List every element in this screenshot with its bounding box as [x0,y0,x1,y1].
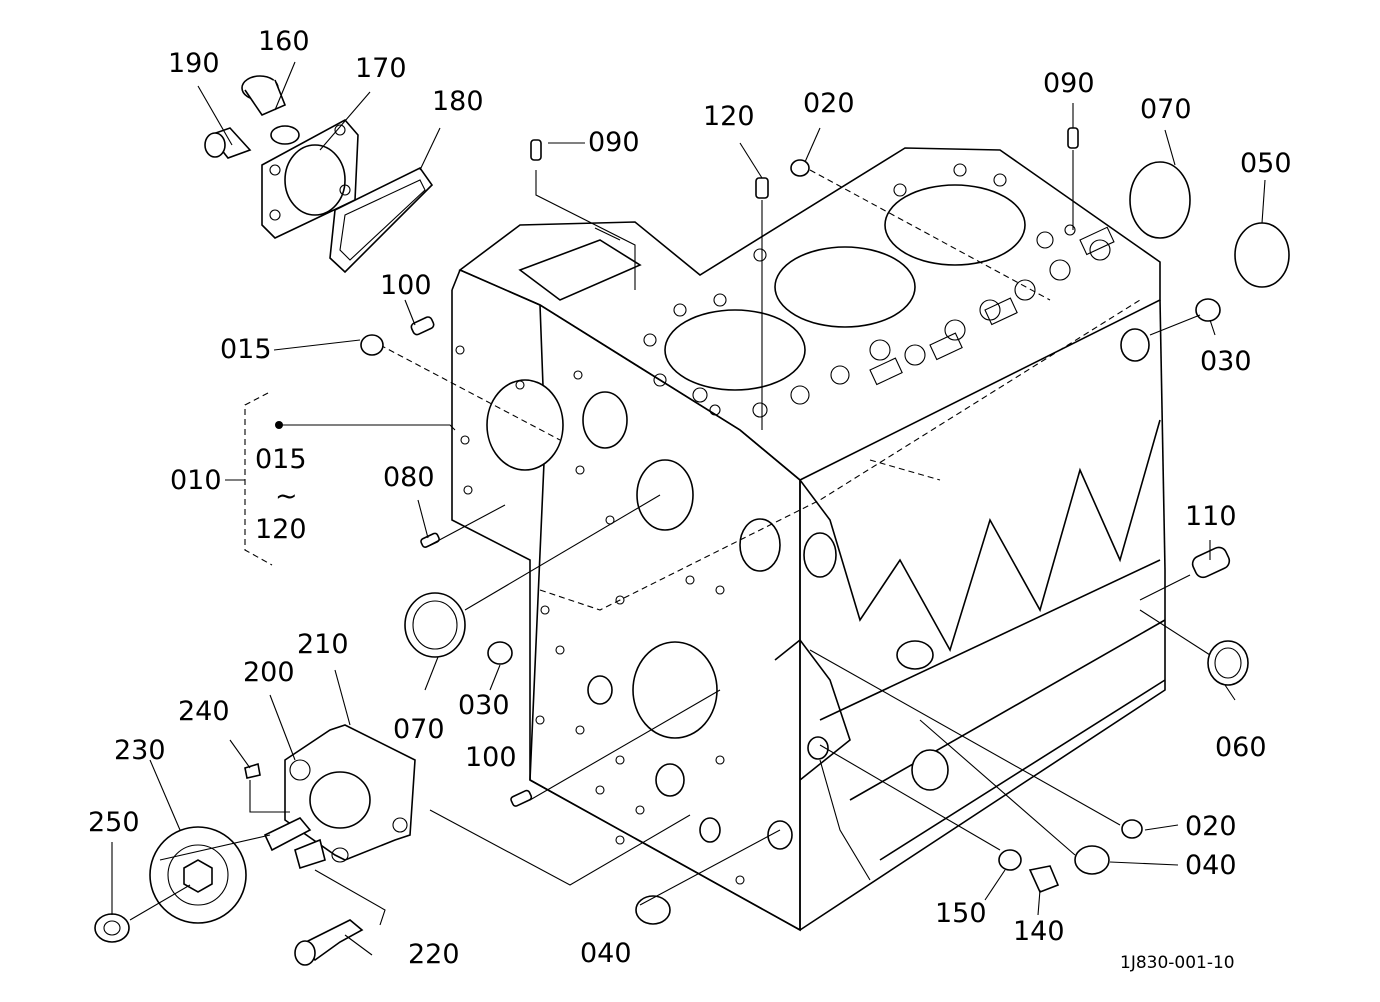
callout-070-top: 070 [1140,94,1192,125]
callout-015-upper: 015 [220,334,272,365]
callout-120-range-end: 120 [255,514,307,545]
callout-120-top: 120 [703,101,755,132]
callout-030-front: 030 [458,690,510,721]
callout-100-lower: 100 [465,742,517,773]
callout-020-lower: 020 [1185,811,1237,842]
callout-170: 170 [355,53,407,84]
callout-190: 190 [168,48,220,79]
callout-020-top: 020 [803,88,855,119]
deck-holes [643,163,1111,418]
callout-150: 150 [935,898,987,929]
callout-090-top-right: 090 [1043,68,1095,99]
callout-240: 240 [178,696,230,727]
callout-labels: 190 160 170 180 090 120 020 090 070 050 … [88,26,1292,973]
callout-100-upper: 100 [380,270,432,301]
range-tilde: ~ [275,481,298,512]
callout-220: 220 [408,939,460,970]
thermostat-cover-assembly [204,75,434,274]
callout-050: 050 [1240,148,1292,179]
range-bracket [225,392,283,566]
oil-pump-assembly [94,724,416,966]
drawing-code: 1J830-001-10 [1120,953,1235,973]
cylinder-block [379,147,1166,932]
callout-200: 200 [243,657,295,688]
callout-160: 160 [258,26,310,57]
callout-210: 210 [297,629,349,660]
callout-010: 010 [170,465,222,496]
callout-090-top-left: 090 [588,127,640,158]
seals-and-caps [404,161,1290,686]
callout-015-range-start: 015 [255,444,307,475]
leader-lines [111,61,1266,956]
callout-230: 230 [114,735,166,766]
callout-070-front: 070 [393,714,445,745]
callout-080: 080 [383,462,435,493]
callout-040-front: 040 [580,938,632,969]
front-bolt-holes [455,345,745,885]
callout-180: 180 [432,86,484,117]
callout-250: 250 [88,807,140,838]
callout-040-right: 040 [1185,850,1237,881]
dowel-pins-and-plugs [360,127,1231,925]
callout-060: 060 [1215,732,1267,763]
callout-110: 110 [1185,501,1237,532]
callout-030-right: 030 [1200,346,1252,377]
callout-140: 140 [1013,916,1065,947]
